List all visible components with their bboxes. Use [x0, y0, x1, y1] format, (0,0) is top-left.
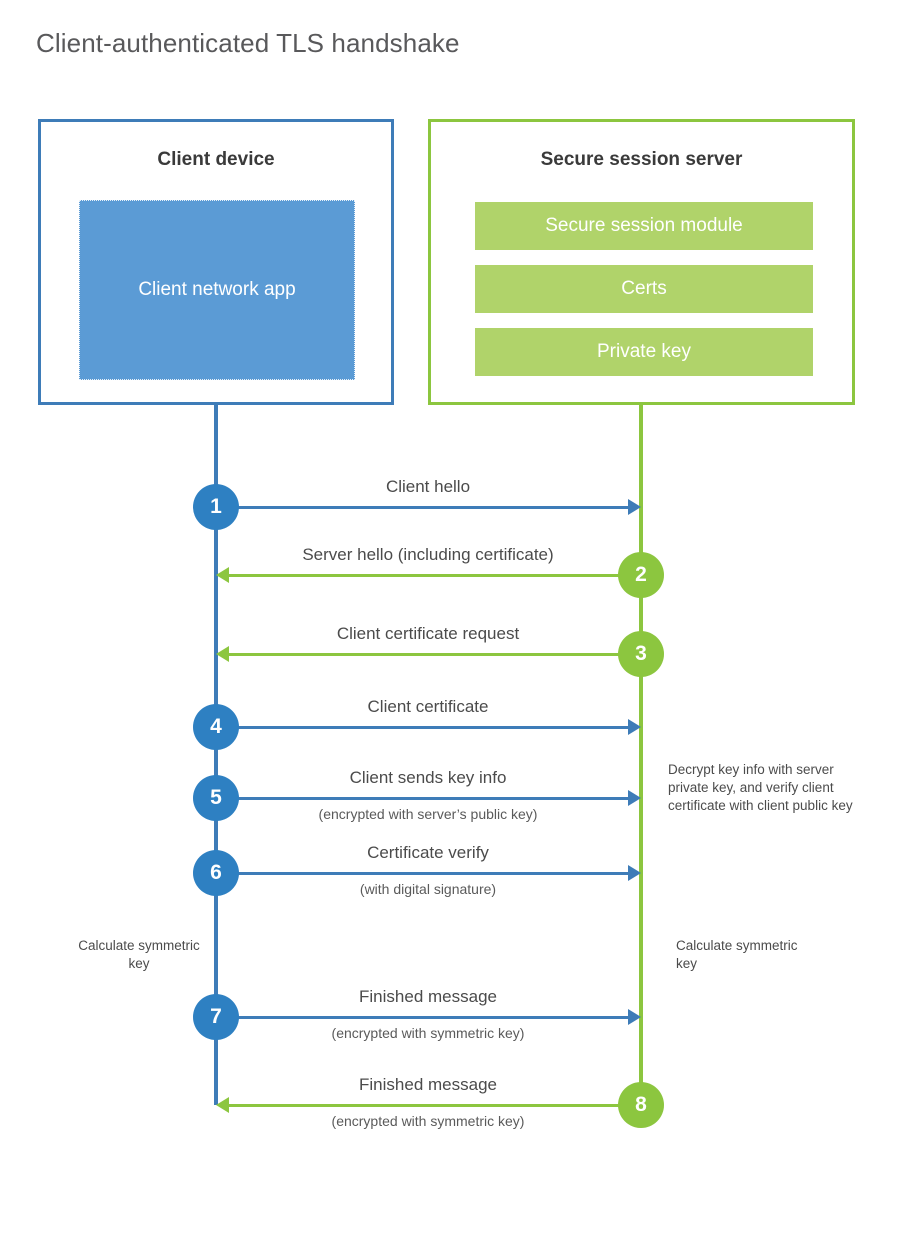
step-number-badge: 5	[193, 775, 239, 821]
step-number-badge: 3	[618, 631, 664, 677]
message-arrow-line	[216, 506, 629, 509]
arrow-head-icon	[216, 646, 229, 662]
arrow-head-icon	[628, 865, 641, 881]
server-calculate-symmetric-key-annotation: Calculate symmetric key	[676, 938, 798, 972]
client-device-box: Client device Client network app	[38, 119, 394, 405]
client-lifeline	[214, 405, 218, 1105]
message-label: Finished message	[359, 987, 497, 1006]
step-number-badge: 8	[618, 1082, 664, 1128]
message-label: Server hello (including certificate)	[302, 545, 554, 564]
message-arrow-line	[216, 872, 629, 875]
message-arrow-line	[216, 726, 629, 729]
step-number-badge: 4	[193, 704, 239, 750]
arrow-head-icon	[628, 499, 641, 515]
message-arrow-line	[228, 574, 641, 577]
step-number-badge: 2	[618, 552, 664, 598]
server-decrypt-annotation: Decrypt key info with server private key…	[668, 762, 853, 814]
message-label: Client certificate	[367, 697, 489, 716]
message-label: Client sends key info	[349, 768, 507, 787]
page-title: Client-authenticated TLS handshake	[36, 28, 460, 58]
client-network-app-block: Client network app	[79, 200, 355, 380]
message-sublabel: (encrypted with server’s public key)	[318, 806, 538, 822]
server-component-secure-session-module: Secure session module	[475, 202, 813, 250]
secure-session-server-title: Secure session server	[540, 149, 743, 170]
step-number-badge: 6	[193, 850, 239, 896]
message-sublabel: (encrypted with symmetric key)	[331, 1025, 525, 1041]
server-component-private-key: Private key	[475, 328, 813, 376]
message-label: Certificate verify	[367, 843, 489, 862]
message-arrow-line	[216, 1016, 629, 1019]
message-label: Finished message	[359, 1075, 497, 1094]
step-number-badge: 7	[193, 994, 239, 1040]
message-arrow-line	[228, 653, 641, 656]
client-calculate-symmetric-key-annotation: Calculate symmetric key	[78, 938, 200, 972]
client-device-title: Client device	[157, 149, 275, 170]
arrow-head-icon	[628, 719, 641, 735]
message-arrow-line	[228, 1104, 641, 1107]
arrow-head-icon	[628, 790, 641, 806]
arrow-head-icon	[216, 567, 229, 583]
secure-session-server-box: Secure session server Secure session mod…	[428, 119, 855, 405]
server-component-certs: Certs	[475, 265, 813, 313]
message-label: Client certificate request	[336, 624, 520, 643]
server-lifeline	[639, 405, 643, 1105]
arrow-head-icon	[216, 1097, 229, 1113]
message-arrow-line	[216, 797, 629, 800]
message-sublabel: (with digital signature)	[359, 881, 497, 897]
step-number-badge: 1	[193, 484, 239, 530]
message-label: Client hello	[385, 477, 471, 496]
arrow-head-icon	[628, 1009, 641, 1025]
message-sublabel: (encrypted with symmetric key)	[331, 1113, 525, 1129]
